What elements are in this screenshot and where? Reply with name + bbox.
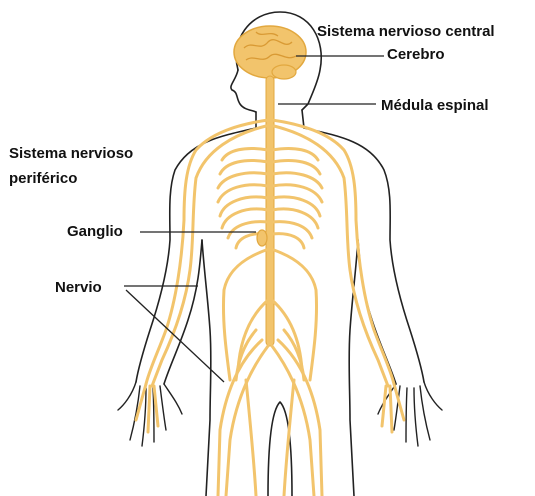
right-hand: [378, 382, 442, 446]
label-peripheral-nervous-system-line1: Sistema nervioso: [9, 144, 133, 164]
leader-nerve-2: [126, 290, 224, 382]
label-peripheral-nervous-system-line2: periférico: [9, 169, 77, 189]
label-brain: Cerebro: [387, 45, 445, 65]
label-spinal-cord: Médula espinal: [381, 96, 489, 116]
label-central-nervous-system: Sistema nervioso central: [317, 22, 495, 42]
brain: [234, 26, 306, 79]
label-ganglion: Ganglio: [67, 222, 123, 242]
ganglion: [257, 230, 267, 246]
label-nerve: Nervio: [55, 278, 102, 298]
